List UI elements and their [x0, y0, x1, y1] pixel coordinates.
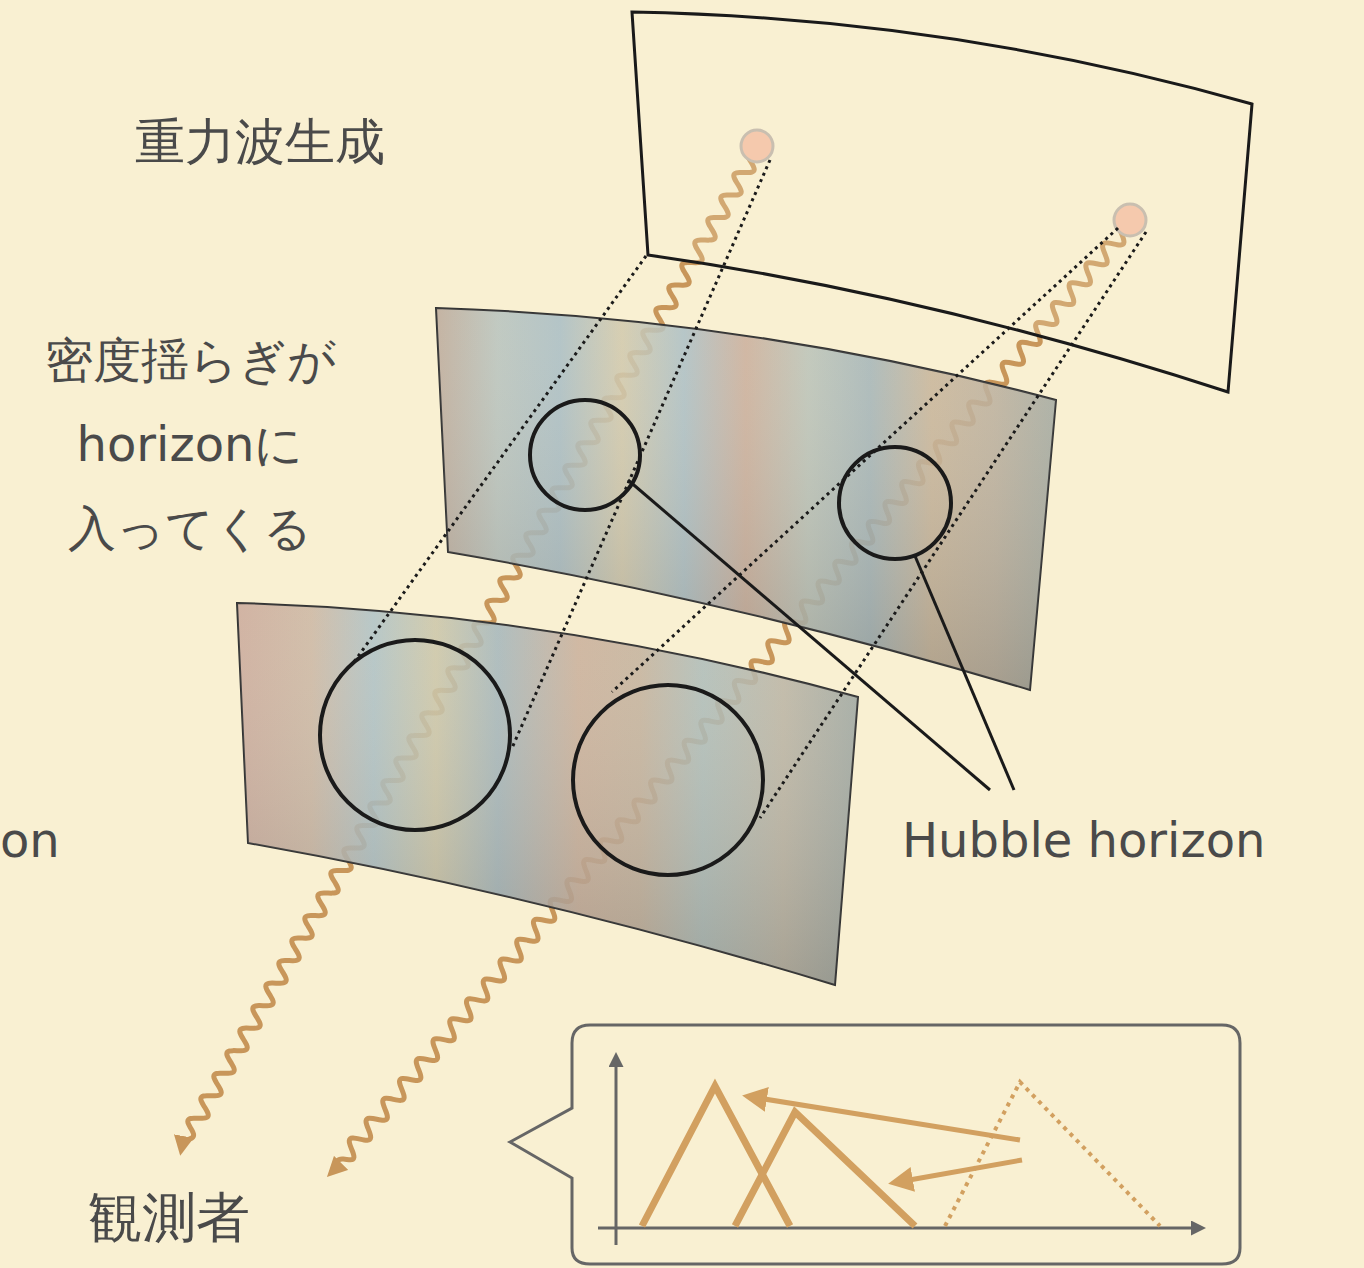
- hubble-horizon-circle: [839, 447, 951, 559]
- generation-label: 重力波生成: [135, 112, 385, 172]
- cropped-label: on: [0, 812, 60, 870]
- spectrum-peak: [642, 1086, 790, 1226]
- cone-line: [512, 160, 770, 748]
- observer-label: 観測者: [88, 1186, 250, 1251]
- inset-bubble: [510, 1025, 1240, 1264]
- leader-line: [628, 480, 990, 790]
- x-axis: [598, 1227, 1200, 1230]
- y-axis: [615, 1058, 618, 1245]
- sheet-shade: [237, 603, 858, 985]
- spectrum-peak: [735, 1112, 915, 1226]
- cone-line: [612, 228, 1118, 692]
- source-dot: [1114, 204, 1146, 236]
- fluctuation-label: 密度揺らぎが horizonに 入ってくる: [12, 318, 368, 570]
- hubble-horizon-circle: [573, 685, 763, 875]
- original-spectrum: [945, 1082, 1160, 1226]
- shift-arrow: [898, 1160, 1022, 1182]
- cone-line: [760, 232, 1146, 818]
- source-dot: [741, 130, 773, 162]
- fluctuation-sheet: [237, 603, 858, 985]
- shift-arrow: [752, 1097, 1020, 1140]
- horizon-label: Hubble horizon: [902, 812, 1265, 870]
- hubble-horizon-circle: [320, 640, 510, 830]
- cone-line: [354, 256, 646, 662]
- leader-line: [915, 556, 1014, 790]
